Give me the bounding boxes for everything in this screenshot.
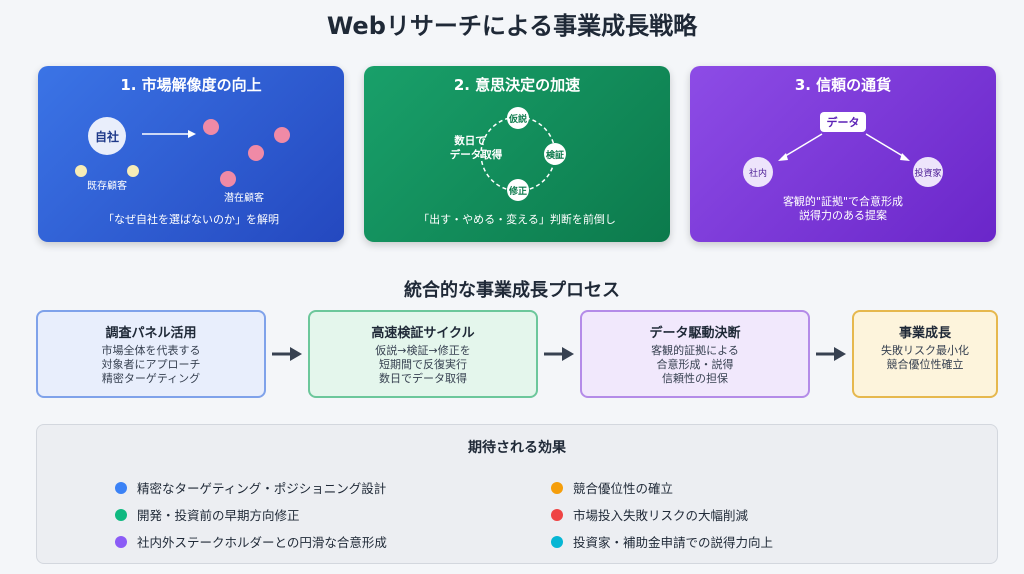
bullet-dot-icon (115, 481, 127, 494)
step-line: 数日でデータ取得 (379, 372, 467, 385)
card-decision-speed: 2. 意思決定の加速 仮説 検証 修正 数日で データ取得 「出す・やめる・変え… (364, 66, 670, 242)
node-hypothesis-label: 仮説 (508, 113, 527, 125)
effect-text: 社内外ステークホルダーとの円滑な合意形成 (137, 535, 387, 550)
arrow-left-head-icon (778, 153, 788, 161)
internal-circle (743, 157, 773, 187)
card-title: 1. 市場解像度の向上 (120, 76, 262, 94)
effect-text: 精密なターゲティング・ポジショニング設計 (137, 481, 387, 496)
effect-text: 投資家・補助金申請での説得力向上 (573, 535, 774, 550)
card-title: 3. 信頼の通貨 (794, 76, 892, 94)
bullet-dot-icon (551, 508, 563, 521)
center-label-1: 数日で (453, 134, 486, 147)
existing-dot (127, 165, 139, 177)
node-verify (544, 143, 566, 165)
investor-circle (913, 157, 943, 187)
card-trust-currency: 3. 信頼の通貨 データ 社内 投資家 客観的"証拠"で合意形成 説得力のある提… (690, 66, 996, 242)
arrow-right-head-icon (900, 153, 910, 161)
market-resolution-diagram: 自社 既存顧客 潜在顧客 (75, 117, 290, 204)
process-arrow-icon (816, 347, 846, 361)
card-market-resolution: 1. 市場解像度の向上 自社 既存顧客 潜在顧客 「なぜ自社を選ばないのか」を解… (38, 66, 344, 242)
process-step-data-driven: データ駆動決断 客観的証拠による 合意形成・説得 信頼性の担保 (580, 310, 810, 398)
effect-item: 精密なターゲティング・ポジショニング設計 (115, 478, 386, 497)
effect-item: 投資家・補助金申請での説得力向上 (551, 532, 773, 551)
step-line: 失敗リスク最小化 (881, 344, 969, 357)
potential-dot (220, 171, 236, 187)
step-line: 仮説→検証→修正を (375, 344, 471, 357)
own-company-label: 自社 (95, 129, 119, 144)
process-arrow-icon (272, 347, 302, 361)
card-caption: 「なぜ自社を選ばないのか」を解明 (103, 213, 279, 226)
arrow-left-line (781, 133, 823, 159)
step-line: 精密ターゲティング (101, 372, 201, 385)
data-box (820, 112, 866, 132)
step-line: 市場全体を代表する (101, 344, 201, 357)
effect-item: 開発・投資前の早期方向修正 (115, 505, 300, 524)
center-label-2: データ取得 (450, 148, 503, 161)
existing-dot (75, 165, 87, 177)
process-title: 統合的な事業成長プロセス (404, 280, 620, 301)
effect-text: 競合優位性の確立 (573, 481, 674, 496)
potential-customer-label: 潜在顧客 (224, 191, 264, 204)
data-label: データ (827, 115, 860, 129)
node-hypothesis (507, 107, 529, 129)
arrow-right-line (865, 133, 907, 159)
node-fix (507, 179, 529, 201)
card-title: 2. 意思決定の加速 (453, 76, 581, 94)
potential-dot (203, 119, 219, 135)
process-arrow-icon (544, 347, 574, 361)
effect-text: 開発・投資前の早期方向修正 (137, 508, 300, 523)
effect-item: 社内外ステークホルダーとの円滑な合意形成 (115, 532, 387, 551)
investor-label: 投資家 (914, 167, 941, 179)
existing-customer-label: 既存顧客 (87, 179, 127, 192)
effect-text: 市場投入失敗リスクの大幅削減 (573, 508, 749, 523)
step-line: 信頼性の担保 (662, 372, 728, 385)
card-caption-2: 説得力のある提案 (799, 209, 887, 222)
node-fix-label: 修正 (508, 185, 527, 197)
step-line: 合意形成・説得 (656, 358, 734, 371)
trust-diagram: データ 社内 投資家 (743, 112, 943, 187)
step-line: 客観的証拠による (651, 344, 739, 357)
process-step-cycle: 高速検証サイクル 仮説→検証→修正を 短期間で反復実行 数日でデータ取得 (308, 310, 538, 398)
step-line: 対象者にアプローチ (101, 358, 201, 371)
step-line: 競合優位性確立 (886, 358, 964, 371)
effect-item: 競合優位性の確立 (551, 478, 673, 497)
step-heading: 高速検証サイクル (371, 326, 475, 341)
bullet-dot-icon (115, 535, 127, 548)
step-line: 短期間で反復実行 (379, 358, 467, 371)
step-heading: 事業成長 (898, 326, 951, 341)
internal-label: 社内 (749, 167, 767, 179)
effects-panel: 期待される効果 精密なターゲティング・ポジショニング設計 競合優位性の確立 開発… (36, 424, 998, 564)
cycle-diagram: 仮説 検証 修正 数日で データ取得 (450, 107, 566, 201)
card-caption: 「出す・やめる・変える」判断を前倒し (418, 213, 616, 226)
bullet-dot-icon (115, 508, 127, 521)
bullet-dot-icon (551, 535, 563, 548)
own-company-circle (88, 117, 126, 155)
arrow-head-icon (188, 130, 196, 138)
process-step-panel: 調査パネル活用 市場全体を代表する 対象者にアプローチ 精密ターゲティング (36, 310, 266, 398)
process-step-growth: 事業成長 失敗リスク最小化 競合優位性確立 (852, 310, 998, 398)
node-verify-label: 検証 (546, 149, 564, 161)
potential-dot (248, 145, 264, 161)
effects-title: 期待される効果 (468, 440, 566, 456)
step-heading: データ駆動決断 (649, 326, 741, 341)
card-caption-1: 客観的"証拠"で合意形成 (782, 195, 904, 208)
potential-dot (274, 127, 290, 143)
step-heading: 調査パネル活用 (105, 326, 197, 341)
page-title: Webリサーチによる事業成長戦略 (326, 12, 698, 40)
bullet-dot-icon (551, 481, 563, 494)
effect-item: 市場投入失敗リスクの大幅削減 (551, 505, 748, 524)
